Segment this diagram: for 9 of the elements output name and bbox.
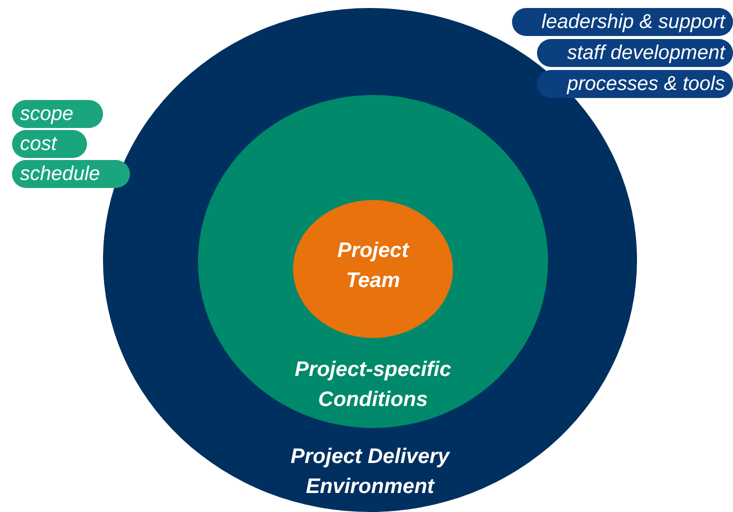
factor-tab: processes & tools — [537, 70, 733, 98]
factor-tab: cost — [12, 130, 87, 158]
layer-label: Project Delivery Environment — [290, 444, 451, 500]
factor-tab: leadership & support — [512, 8, 733, 36]
layer-label: Project Team — [336, 238, 410, 294]
factor-tab: scope — [12, 100, 104, 128]
layer-label: Project-specific Conditions — [294, 357, 452, 413]
factor-tab: schedule — [12, 160, 130, 188]
factor-tab: staff development — [537, 39, 733, 67]
